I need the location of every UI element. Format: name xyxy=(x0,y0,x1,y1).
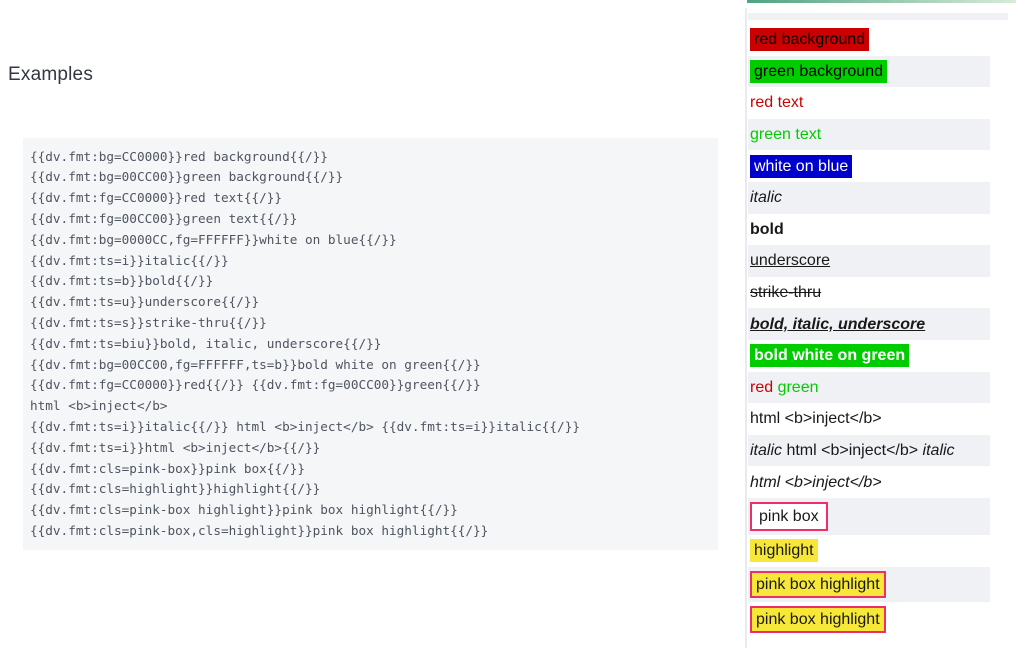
preview-row: green background xyxy=(748,55,990,88)
preview-row: pink box highlight xyxy=(748,566,990,602)
preview-text: pink box highlight xyxy=(750,570,886,598)
preview-row: italic html <b>inject</b> italic xyxy=(748,434,990,467)
preview-text: underscore xyxy=(750,252,831,270)
preview-text: pink box highlight xyxy=(750,605,886,633)
preview-row: pink box highlight xyxy=(748,602,990,637)
preview-row: red text xyxy=(748,87,990,119)
preview-text: green text xyxy=(750,126,822,144)
preview-row: bold xyxy=(748,214,990,246)
preview-text: html <b>inject</b> xyxy=(750,473,882,491)
preview-row: red green xyxy=(748,371,990,404)
preview-text: bold, italic, underscore xyxy=(750,315,926,333)
examples-heading: Examples xyxy=(8,64,94,85)
preview-row: bold white on green xyxy=(748,340,990,372)
preview-text: white on blue xyxy=(750,154,853,178)
code-block: {{dv.fmt:bg=CC0000}}red background{{/}} … xyxy=(23,137,718,550)
preview-text: pink box xyxy=(750,501,828,531)
preview-row: html <b>inject</b> xyxy=(748,403,990,435)
preview-empty-row xyxy=(748,13,1008,20)
preview-row: strike-thru xyxy=(748,277,990,309)
preview-text: highlight xyxy=(750,539,818,563)
preview-text: red text xyxy=(750,94,804,112)
preview-text: bold white on green xyxy=(750,344,910,368)
preview-top-bar xyxy=(747,0,1016,3)
preview-text: italic xyxy=(750,189,783,207)
preview-row: underscore xyxy=(748,245,990,277)
preview-row: bold, italic, underscore xyxy=(748,308,990,340)
preview-text: green xyxy=(777,378,819,396)
preview-text: html <b>inject</b> xyxy=(750,410,882,428)
preview-text: green background xyxy=(750,59,887,83)
preview-row: red background xyxy=(748,24,990,56)
preview-text: bold xyxy=(750,220,784,238)
preview-text: italic xyxy=(750,442,783,460)
preview-text: strike-thru xyxy=(750,284,822,302)
pane-divider xyxy=(745,8,747,648)
preview-text: html <b>inject</b> xyxy=(782,442,923,460)
preview-row: pink box xyxy=(748,497,990,535)
preview-pane: red background green background red text gr… xyxy=(748,24,990,637)
preview-text: italic xyxy=(922,442,955,460)
preview-row: highlight xyxy=(748,535,990,567)
preview-row: html <b>inject</b> xyxy=(748,466,990,498)
preview-text: red xyxy=(750,378,774,396)
preview-text: red background xyxy=(750,28,870,52)
preview-row: italic xyxy=(748,181,990,214)
preview-row: green text xyxy=(748,118,990,151)
preview-row: white on blue xyxy=(748,150,990,182)
